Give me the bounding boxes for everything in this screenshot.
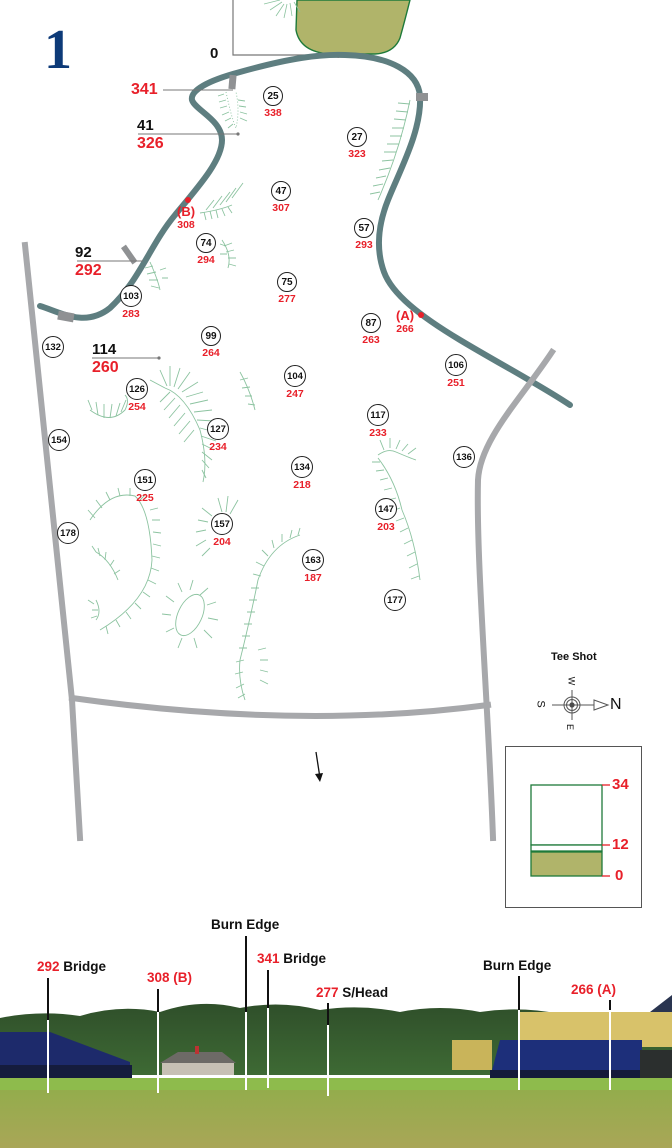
photo-label-308-b: 308 (B) — [147, 970, 193, 985]
green-depth-diagram: 34 12 0 — [505, 746, 642, 908]
course-drawing: T — [21, 0, 610, 842]
green-depth-12: 12 — [612, 836, 629, 853]
photo-label-burn-edge-left: Burn Edge — [211, 917, 280, 932]
swilcan-burn — [37, 51, 573, 408]
callout-114: 114 260 — [92, 341, 119, 376]
yardage-marker: 177 — [381, 589, 409, 611]
callout-41: 41 326 — [137, 117, 164, 152]
hole-number: 1 — [44, 19, 72, 81]
tee-distance-label: 0 — [210, 45, 219, 62]
photo-label-266-a: 266 (A) — [571, 982, 617, 997]
point-b-label: (B) 308 — [177, 204, 196, 231]
photo-label-341-bridge: 341 Bridge — [257, 951, 327, 966]
point-a-label: (A) 266 — [396, 308, 415, 335]
yardage-marker: 178 — [54, 522, 82, 544]
compass-rose — [552, 690, 610, 720]
bunkers — [87, 91, 421, 701]
greenside-bunker — [263, 0, 301, 19]
photo-label-burn-edge-right: Burn Edge — [483, 958, 552, 973]
roads — [21, 241, 557, 842]
green — [295, 0, 411, 55]
callout-bridge-341: 341 — [131, 81, 158, 98]
yardage-marker: 154 — [45, 429, 73, 451]
photo-label-277-shead: 277 S/Head — [316, 985, 389, 1000]
tee-view-photo: 292 Bridge 308 (B) Burn Edge 341 Bridge … — [0, 900, 672, 1148]
compass-east: E — [565, 723, 576, 731]
compass-title: Tee Shot — [551, 651, 597, 663]
callout-92: 92 292 — [75, 244, 102, 279]
photo-illustration — [0, 936, 672, 1148]
compass-south: S — [534, 700, 547, 708]
yardage-marker: 132 — [39, 336, 67, 358]
photo-label-292-bridge: 292 Bridge — [37, 959, 107, 974]
compass-north: N — [610, 696, 622, 713]
photo-marker-lines — [47, 936, 611, 1096]
green-depth-0: 0 — [615, 867, 624, 884]
compass-west: W — [566, 676, 577, 686]
yardage-marker: 136 — [450, 446, 478, 468]
green-depth-34: 34 — [612, 776, 629, 793]
hole-map: T — [21, 0, 642, 908]
